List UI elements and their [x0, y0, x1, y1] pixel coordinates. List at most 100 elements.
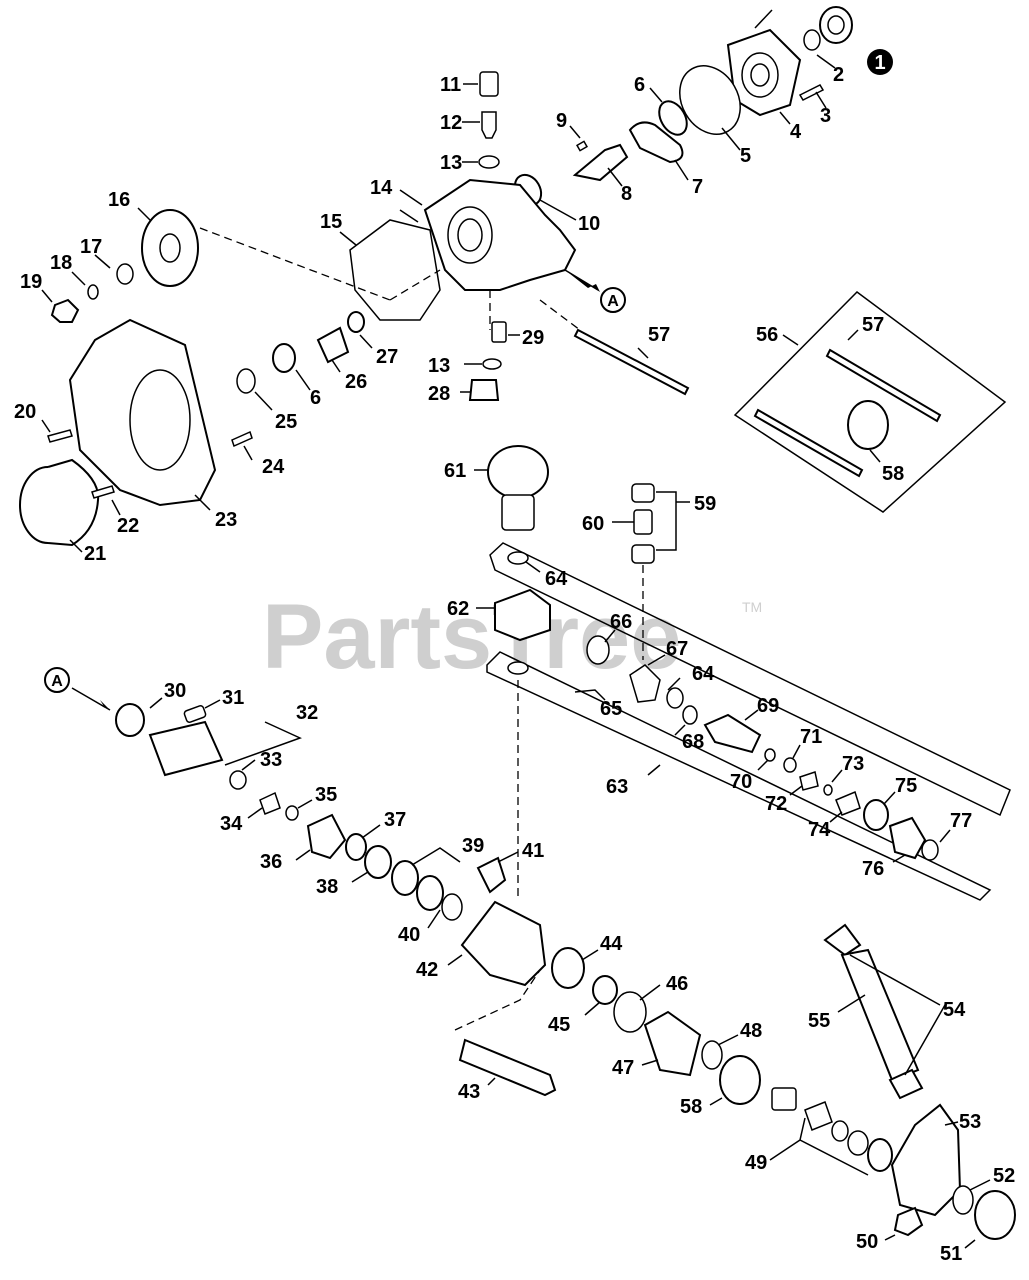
part-label: 24: [262, 456, 285, 478]
seal-39a: [391, 860, 419, 896]
cage-49: [771, 1087, 797, 1111]
spring-71: [783, 757, 797, 773]
svg-text:A: A: [607, 293, 619, 310]
part-label: 47: [612, 1057, 634, 1079]
valve-41: [476, 856, 507, 894]
callout-badge-text: 1: [874, 52, 885, 74]
part-label: 5: [740, 145, 751, 167]
rod-57-kit-lower: [753, 408, 864, 478]
hose-fitting-top: [823, 923, 862, 957]
ring-18: [87, 284, 99, 300]
rod-57: [573, 328, 690, 396]
callout-badge: [867, 49, 893, 75]
part-label: 7: [692, 176, 703, 198]
pressure-bell-61: [487, 445, 549, 531]
part-label: 60: [582, 513, 604, 535]
valve-body-69: [703, 713, 762, 754]
washer-66: [586, 635, 610, 665]
part-label: 33: [260, 749, 282, 771]
part-label: 41: [522, 840, 544, 862]
o-ring-52: [952, 1185, 974, 1215]
part-label: 27: [376, 346, 398, 368]
part-label: 31: [222, 687, 244, 709]
o-ring-64-lower: [666, 687, 684, 709]
part-label: 32: [296, 702, 318, 724]
piston-32: [148, 720, 224, 777]
part-label: 14: [370, 177, 393, 199]
part-label: 67: [666, 638, 688, 660]
part-label: 77: [950, 810, 972, 832]
sleeve-47: [643, 1010, 702, 1077]
part-label: 16: [108, 189, 130, 211]
part-label: 30: [164, 680, 186, 702]
ring-73: [823, 784, 833, 796]
part-label: 15: [320, 211, 342, 233]
nut-45: [592, 975, 618, 1005]
part-label: 52: [993, 1165, 1015, 1187]
pin-31: [183, 705, 207, 723]
manifold-42: [460, 900, 547, 987]
part-label: 55: [808, 1010, 830, 1032]
block-62: [494, 588, 551, 642]
part-label: 23: [215, 509, 237, 531]
part-label: 17: [80, 236, 102, 258]
part-label: 2: [833, 64, 844, 86]
collar-44: [551, 947, 585, 989]
leader-lines: [41, 9, 991, 1249]
part-label: 45: [548, 1014, 570, 1036]
svg-text:A: A: [51, 673, 63, 690]
part-label: 75: [895, 775, 917, 797]
plug-50: [893, 1206, 924, 1237]
part-label: 13: [428, 355, 450, 377]
kit-box-56: [733, 291, 1007, 513]
part-label: 64: [545, 568, 568, 590]
part-label: 59: [694, 493, 716, 515]
washer-25: [236, 368, 256, 394]
drum-21: [19, 458, 100, 547]
o-ring-77: [921, 839, 939, 861]
part-label: 50: [856, 1231, 878, 1253]
plug-28: [468, 379, 500, 401]
o-ring-13-lower: [482, 358, 502, 370]
part-label: 6: [634, 74, 645, 96]
sleeve-76: [888, 816, 927, 860]
seal-38: [364, 845, 392, 879]
part-label: 37: [384, 809, 406, 831]
part-label: 63: [606, 776, 628, 798]
part-label: 64: [692, 663, 715, 685]
kit-box-63-upper: [489, 542, 1011, 817]
rod-57-kit: [825, 348, 942, 423]
part-label: 36: [260, 851, 282, 873]
part-label: 11: [440, 74, 461, 96]
fitting-67: [629, 664, 661, 703]
key-9: [576, 140, 588, 152]
part-label: 53: [959, 1111, 981, 1133]
rod-43: [458, 1038, 557, 1097]
screw-24: [231, 430, 253, 448]
part-label: 12: [440, 112, 462, 134]
part-label: 40: [398, 924, 420, 946]
outlet-body-53: [890, 1103, 962, 1217]
valve-bottom-59: [631, 544, 655, 564]
o-ring-48: [701, 1040, 723, 1070]
part-label: 19: [20, 271, 42, 293]
part-label: 54: [943, 999, 966, 1021]
seal-27: [347, 311, 365, 333]
gear-cover-opening: [129, 369, 191, 471]
watermark-trademark: TM: [742, 599, 762, 615]
part-label: 3: [820, 105, 831, 127]
seal-37: [345, 833, 367, 861]
part-label: 62: [447, 598, 469, 620]
part-label: 25: [275, 411, 297, 433]
screw-3: [798, 84, 825, 101]
o-ring-65: [507, 661, 529, 675]
part-label: 73: [842, 753, 864, 775]
washer-33: [229, 770, 247, 790]
piston-74: [835, 790, 861, 816]
nut-36: [306, 813, 347, 860]
gear-16: [141, 209, 199, 287]
screw-22: [91, 485, 115, 499]
part-label: 61: [444, 460, 466, 482]
reference-marker-a-left: A: [44, 667, 111, 711]
